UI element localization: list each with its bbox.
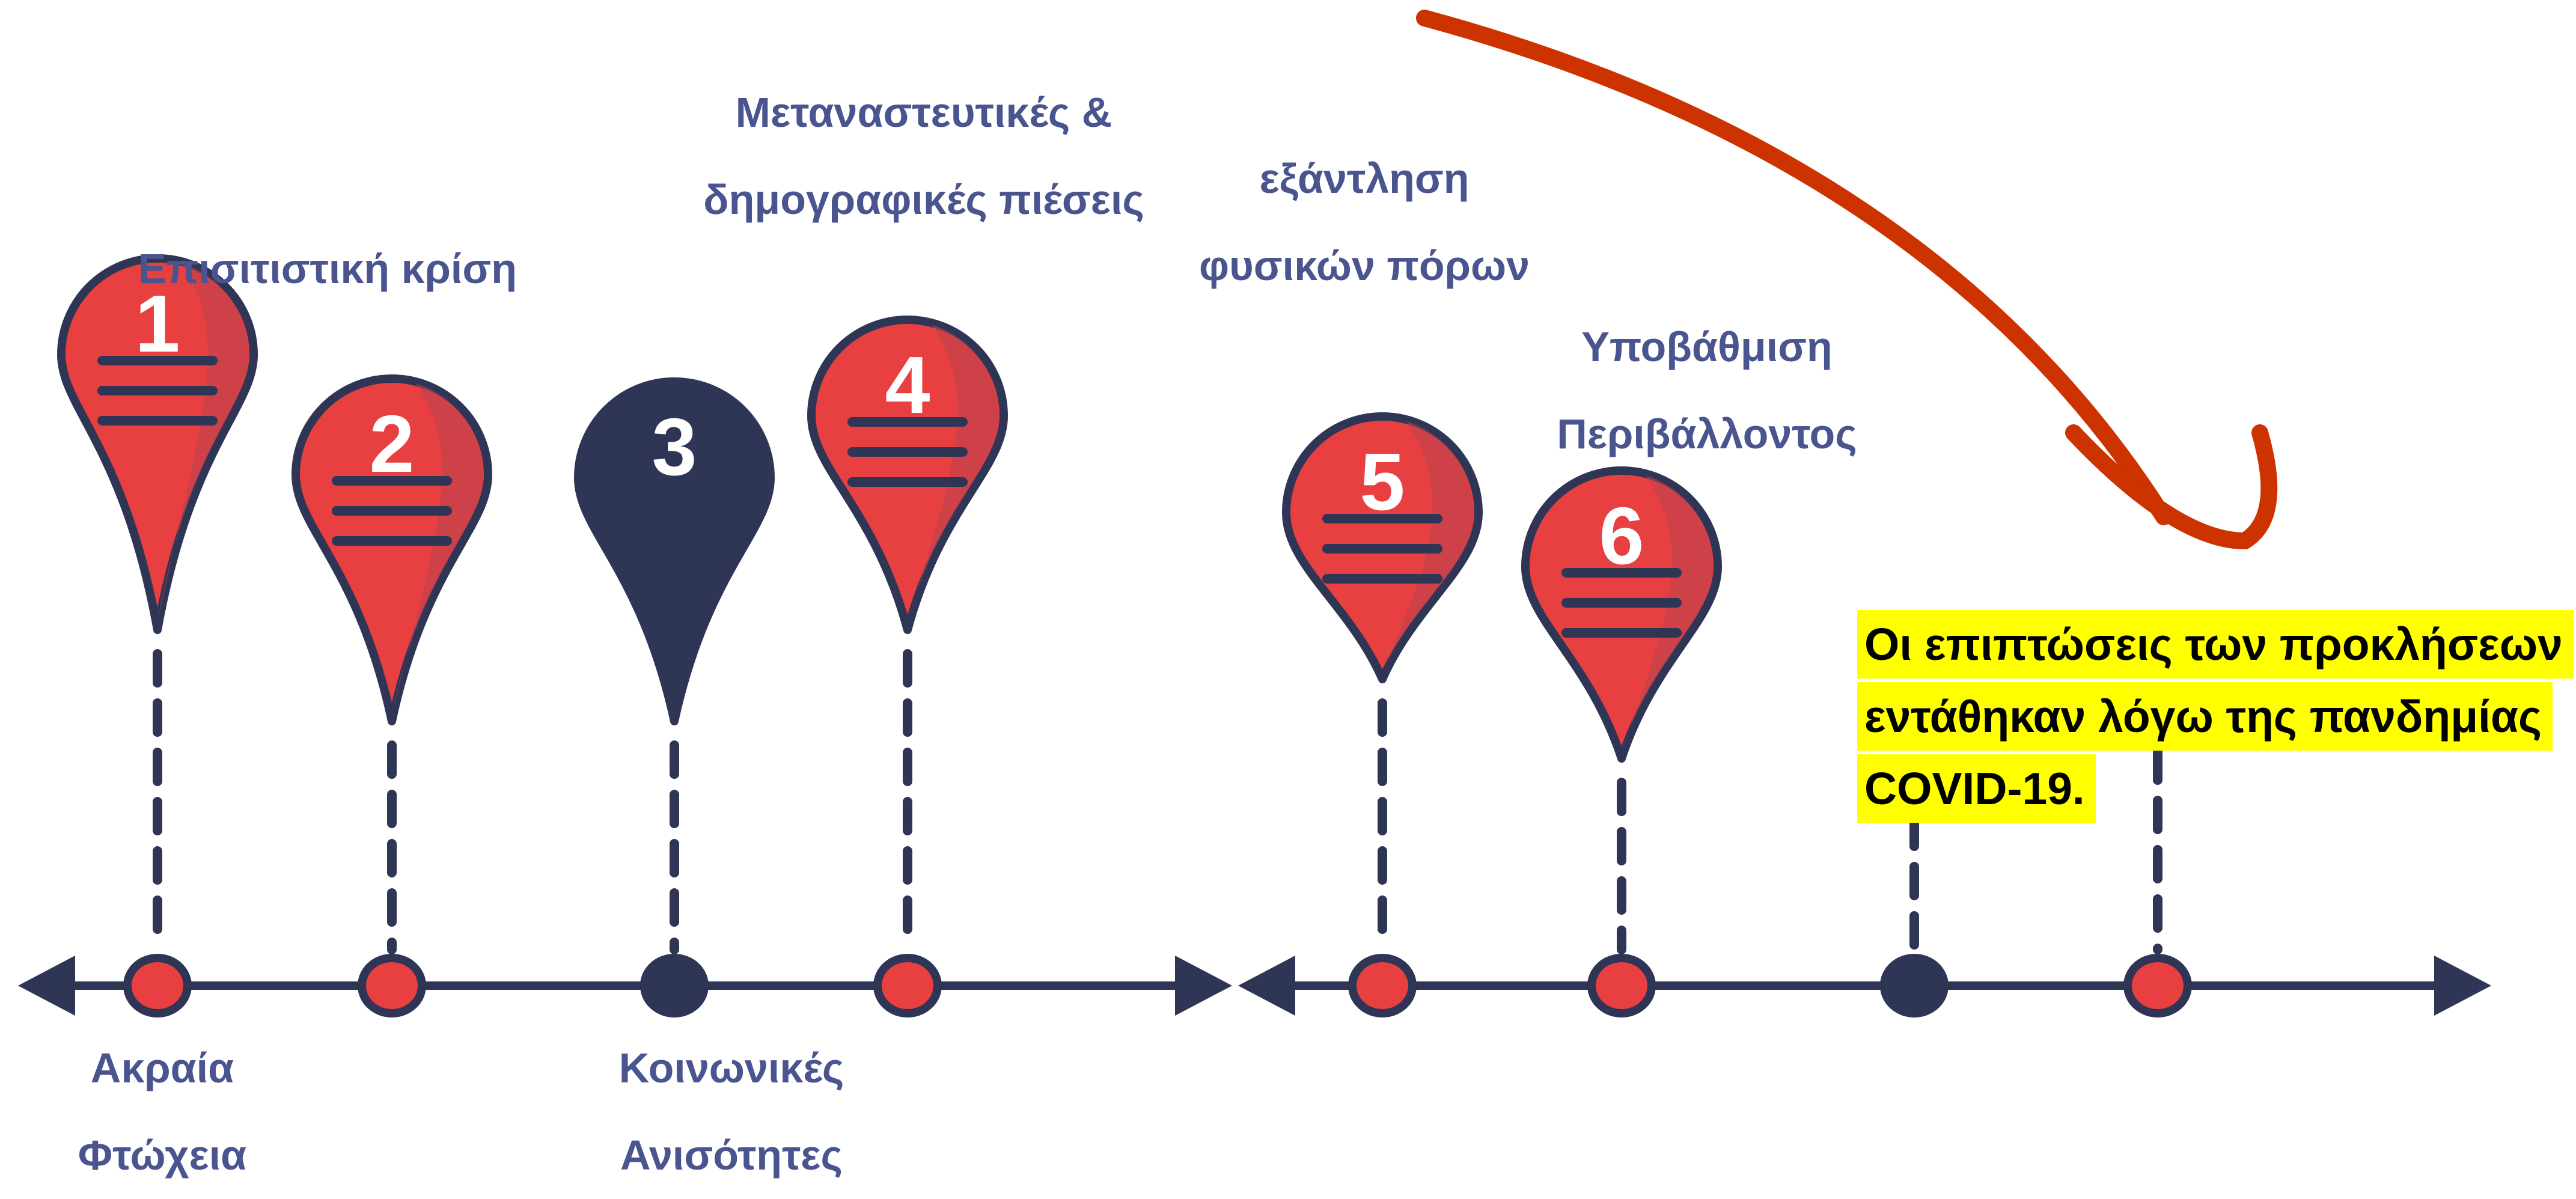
timeline-dot [1880,954,1949,1017]
covid-note-line: Οι επιπτώσεις των προκλήσεων [1857,610,2574,679]
covid-note-line: COVID-19. [1857,754,2096,823]
pin-number: 6 [1599,490,1644,581]
label-migration: Μεταναστευτικές & δημογραφικές πιέσεις [703,89,1144,223]
pin-number: 2 [369,398,414,489]
location-pin-icon: 3 [574,377,775,725]
location-pin-icon: 4 [807,316,1008,634]
timeline-dot [358,954,426,1017]
location-pin-icon: 1 [57,254,258,634]
timeline-dot [123,954,192,1017]
timeline-axis-right [1238,956,2491,1016]
label-inequality: Κοινωνικές Ανισότητες [618,1045,844,1179]
timeline-dot [640,954,709,1017]
timeline-axis-left [18,956,1232,1016]
covid-note-line: εντάθηκαν λόγω της πανδημίας [1857,682,2553,751]
label-food-crisis: Επισιτιστική κρίση [138,245,517,292]
location-pin-icon: 6 [1521,466,1722,763]
pin-number: 4 [885,340,930,430]
pin-number: 3 [652,401,697,492]
timeline-dot [1348,954,1417,1017]
covid-note: Οι επιπτώσεις των προκλήσεων εντάθηκαν λ… [1857,610,2574,826]
timeline-dot [873,954,942,1017]
pin-number: 1 [135,278,180,369]
timeline-dot [1587,954,1656,1017]
label-poverty: Ακραία Φτώχεια [78,1045,247,1179]
curved-arrow-icon [1416,10,2278,550]
location-pin-icon: 5 [1282,412,1483,683]
label-resources: εξάντληση φυσικών πόρων [1198,155,1530,289]
pin-number: 5 [1360,436,1405,527]
timeline-dot [2123,954,2192,1017]
location-pin-icon: 2 [291,374,492,725]
label-environment: Υποβάθμιση Περιβάλλοντος [1557,323,1857,457]
